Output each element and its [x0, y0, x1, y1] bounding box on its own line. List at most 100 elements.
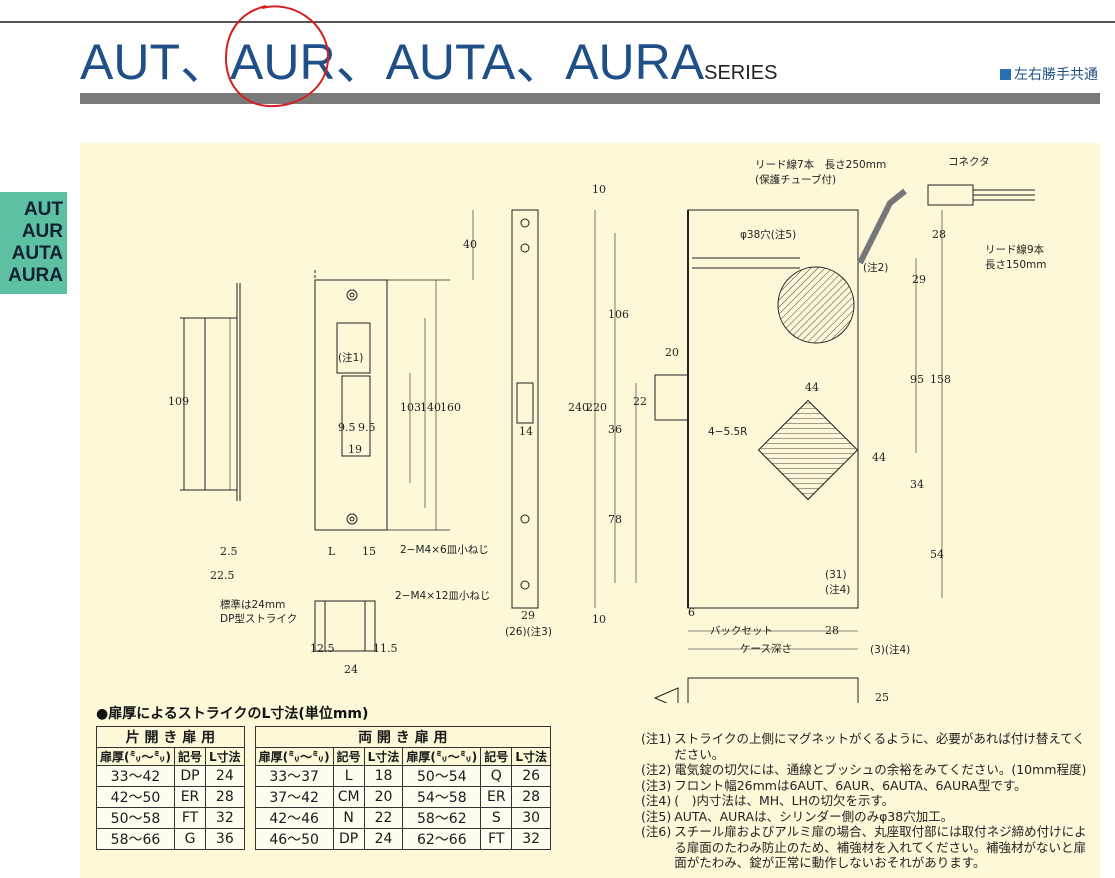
note-item: (注5)AUTA、AURAは、シリンダー側のみφ38穴加工。 [641, 808, 954, 824]
double-door-header: 両 開 き 扉 用 [254, 726, 551, 748]
strike-front-plate [314, 279, 388, 531]
dim-240: 240 [568, 401, 589, 414]
dim-15: 15 [362, 545, 376, 558]
dim-140: 140 [420, 401, 441, 414]
strike-bottom-view [314, 600, 376, 652]
note4-label-c: (3)(注4) [870, 643, 910, 656]
dim-36: 36 [608, 423, 622, 436]
dim-44-top: 44 [805, 381, 819, 394]
note4-label-b: (注4) [825, 583, 850, 596]
backset-label: バックセット [710, 625, 773, 637]
dim-22-5: 22.5 [210, 569, 235, 582]
dim-12-5: 12.5 [310, 642, 335, 655]
top-rule [0, 21, 1115, 23]
lock-front-plate [511, 209, 539, 609]
single-door-header: 片 開 き 扉 用 [96, 726, 245, 748]
title-underline-bar [80, 93, 1100, 104]
dim-95: 95 [910, 373, 924, 386]
dim-20: 20 [665, 346, 679, 359]
square-bullet-icon [1000, 69, 1011, 80]
dim-9-5-right: 9.5 [358, 421, 376, 434]
col-thickness: 扉厚(㍉〜㍉) [96, 747, 175, 766]
side-tab-auta: AUTA [11, 243, 63, 264]
dim-10-bottom: 10 [592, 613, 606, 626]
technical-drawing: リード線7本 長さ250mm (保護チューブ付) コネクタ リード線9本 長さ1… [168, 156, 1047, 703]
dim-2-5: 2.5 [220, 545, 238, 558]
strike-table-title: ●扉厚によるストライクのL寸法(単位mm) [96, 706, 369, 722]
handle-square-hole [757, 399, 859, 501]
col-code: 記号 [173, 747, 207, 766]
dim-44-right: 44 [872, 451, 886, 464]
phi38-label: φ38穴(注5) [740, 228, 796, 241]
col-l: L寸法 [363, 747, 404, 766]
dim-11-5: 11.5 [373, 642, 398, 655]
note-item: (注1)ストライクの上側にマグネットがくるように、必要があれば付け替えてください… [641, 731, 1085, 762]
dim-160: 160 [440, 401, 461, 414]
note-item: (注6)スチール扉およびアルミ扉の場合、丸座取付部には取付ネジ締め付けによる扉面… [641, 824, 1087, 870]
lead9-length-label: 長さ150mm [985, 259, 1047, 271]
latch-side-view [687, 677, 859, 703]
dim-54: 54 [930, 548, 944, 561]
cylinder-hole [777, 266, 855, 344]
dim-6: 6 [688, 606, 695, 619]
note-item: (注2)電気錠の切欠には、通線とブッシュの余裕をみてください。(10mm程度) [641, 762, 1087, 777]
screw-m4x12-label: 2−M4×12皿小ねじ [395, 590, 490, 602]
lock-case-body [687, 209, 859, 609]
dim-24: 24 [344, 663, 358, 676]
dim-40: 40 [463, 238, 477, 251]
note-item: (注3)フロント幅26mmは6AUT、6AUR、6AUTA、6AURA型です。 [641, 777, 1027, 793]
strike-side-profile [204, 317, 238, 491]
dp-strike-label-1: 標準は24mm [220, 598, 285, 611]
dim-25: 25 [875, 691, 889, 703]
dim-19: 19 [348, 443, 362, 456]
note1-label: (注1) [338, 351, 363, 364]
col-thickness: 扉厚(㍉〜㍉) [402, 747, 482, 766]
series-label: SERIES [704, 62, 778, 84]
note2-label: (注2) [863, 261, 888, 274]
dim-28-top: 28 [932, 228, 946, 241]
red-circle-annotation [224, 5, 330, 108]
dim-34: 34 [910, 478, 924, 491]
page-title: AUT、AUR、AUTA、AURASERIES [80, 34, 778, 90]
strike-l-dimension-table: 片 開 き 扉 用 両 開 き 扉 用 扉厚(㍉〜㍉) 記号 L寸法 扉厚(㍉〜… [96, 726, 551, 850]
lead7-label: リード線7本 長さ250mm [755, 158, 886, 171]
dim-14: 14 [519, 425, 533, 438]
col-code: 記号 [332, 747, 365, 766]
lead7-sub-label: (保護チューブ付) [755, 173, 836, 186]
lead9-label: リード線9本 [985, 243, 1045, 256]
series-side-tab[interactable]: AUT AUR AUTA AURA [0, 192, 67, 294]
dim-103: 103 [400, 401, 421, 414]
dim-29-right: 29 [912, 273, 926, 286]
col-thickness: 扉厚(㍉〜㍉) [254, 747, 334, 766]
connector-label: コネクタ [948, 156, 990, 168]
spec-panel: リード線7本 長さ250mm (保護チューブ付) コネクタ リード線9本 長さ1… [80, 143, 1100, 878]
side-tab-aut: AUT [23, 199, 63, 220]
subtitle-tag: 左右勝手共通 [1000, 64, 1098, 84]
dp-strike-label-2: DP型ストライク [220, 612, 297, 625]
dim-10-top: 10 [592, 183, 606, 196]
side-tab-aur: AUR [21, 221, 63, 242]
notes-list: (注1)ストライクの上側にマグネットがくるように、必要があれば付け替えてください… [641, 731, 1096, 871]
note-item: (注4)( )内寸法は、MH、LHの切欠を示す。 [641, 793, 895, 808]
dim-220: 220 [586, 401, 607, 414]
dim-109: 109 [168, 395, 189, 408]
dim-22: 22 [633, 395, 647, 408]
dim-158: 158 [930, 373, 951, 386]
note4-label-a: (31) [825, 569, 847, 581]
col-l: L寸法 [511, 747, 551, 766]
col-code: 記号 [480, 747, 513, 766]
dim-9-5-left: 9.5 [338, 421, 356, 434]
radius-label: 4−5.5R [708, 426, 747, 438]
col-l: L寸法 [205, 747, 245, 766]
dim-29: 29 [521, 609, 535, 622]
screw-m4x6-label: 2−M4×6皿小ねじ [400, 544, 489, 556]
note3-label: (26)(注3) [505, 625, 552, 638]
dim-L: L [328, 545, 336, 558]
dim-78: 78 [608, 513, 622, 526]
dim-28-bottom: 28 [825, 624, 839, 637]
dim-106: 106 [608, 308, 629, 321]
